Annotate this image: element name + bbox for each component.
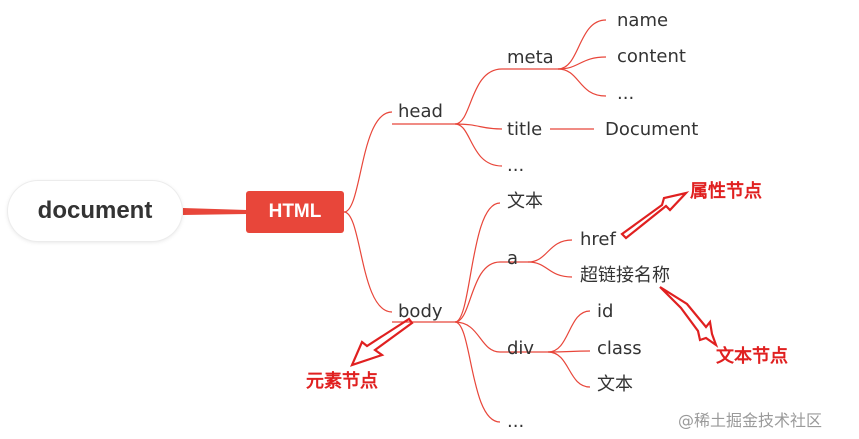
- root-link: [183, 208, 247, 215]
- body-to-text: [454, 202, 501, 323]
- href-node[interactable]: href: [580, 229, 616, 250]
- element-node-label: 元素节点: [306, 371, 378, 392]
- meta-name-node[interactable]: name: [617, 10, 669, 31]
- body-to-div: [454, 321, 501, 353]
- arrow-text: [659, 286, 719, 348]
- head-to-title: [454, 123, 503, 130]
- document-node[interactable]: document: [8, 181, 182, 241]
- body-to-a: [454, 261, 501, 323]
- meta-content-node[interactable]: content: [617, 46, 686, 67]
- div-class-node[interactable]: class: [597, 338, 642, 359]
- a-node[interactable]: a: [507, 248, 519, 269]
- div-text-node[interactable]: 文本: [597, 374, 633, 395]
- arrow-element: [350, 317, 414, 367]
- head-node[interactable]: head: [398, 101, 443, 122]
- meta-more-node[interactable]: ...: [617, 83, 635, 104]
- body-node[interactable]: body: [398, 301, 443, 322]
- document-title-node[interactable]: Document: [605, 119, 699, 140]
- body-to-more: [454, 321, 501, 423]
- html-to-head: [343, 111, 393, 213]
- div-id-node[interactable]: id: [597, 301, 614, 322]
- head-more-node[interactable]: ...: [507, 155, 525, 176]
- body-more-node[interactable]: ...: [507, 411, 525, 432]
- watermark: @稀土掘金技术社区: [678, 411, 823, 430]
- head-to-more: [454, 123, 503, 167]
- div-node[interactable]: div: [507, 338, 535, 359]
- meta-node[interactable]: meta: [507, 47, 554, 68]
- html-node[interactable]: HTML: [246, 191, 344, 233]
- html-to-body: [343, 211, 393, 313]
- attribute-node-label: 属性节点: [690, 181, 762, 202]
- text-node-label: 文本节点: [716, 346, 788, 367]
- body-text-node[interactable]: 文本: [507, 191, 543, 212]
- title-node[interactable]: title: [507, 119, 543, 140]
- link-name-node[interactable]: 超链接名称: [580, 265, 670, 286]
- head-to-meta: [454, 68, 503, 125]
- arrow-attribute: [620, 191, 690, 240]
